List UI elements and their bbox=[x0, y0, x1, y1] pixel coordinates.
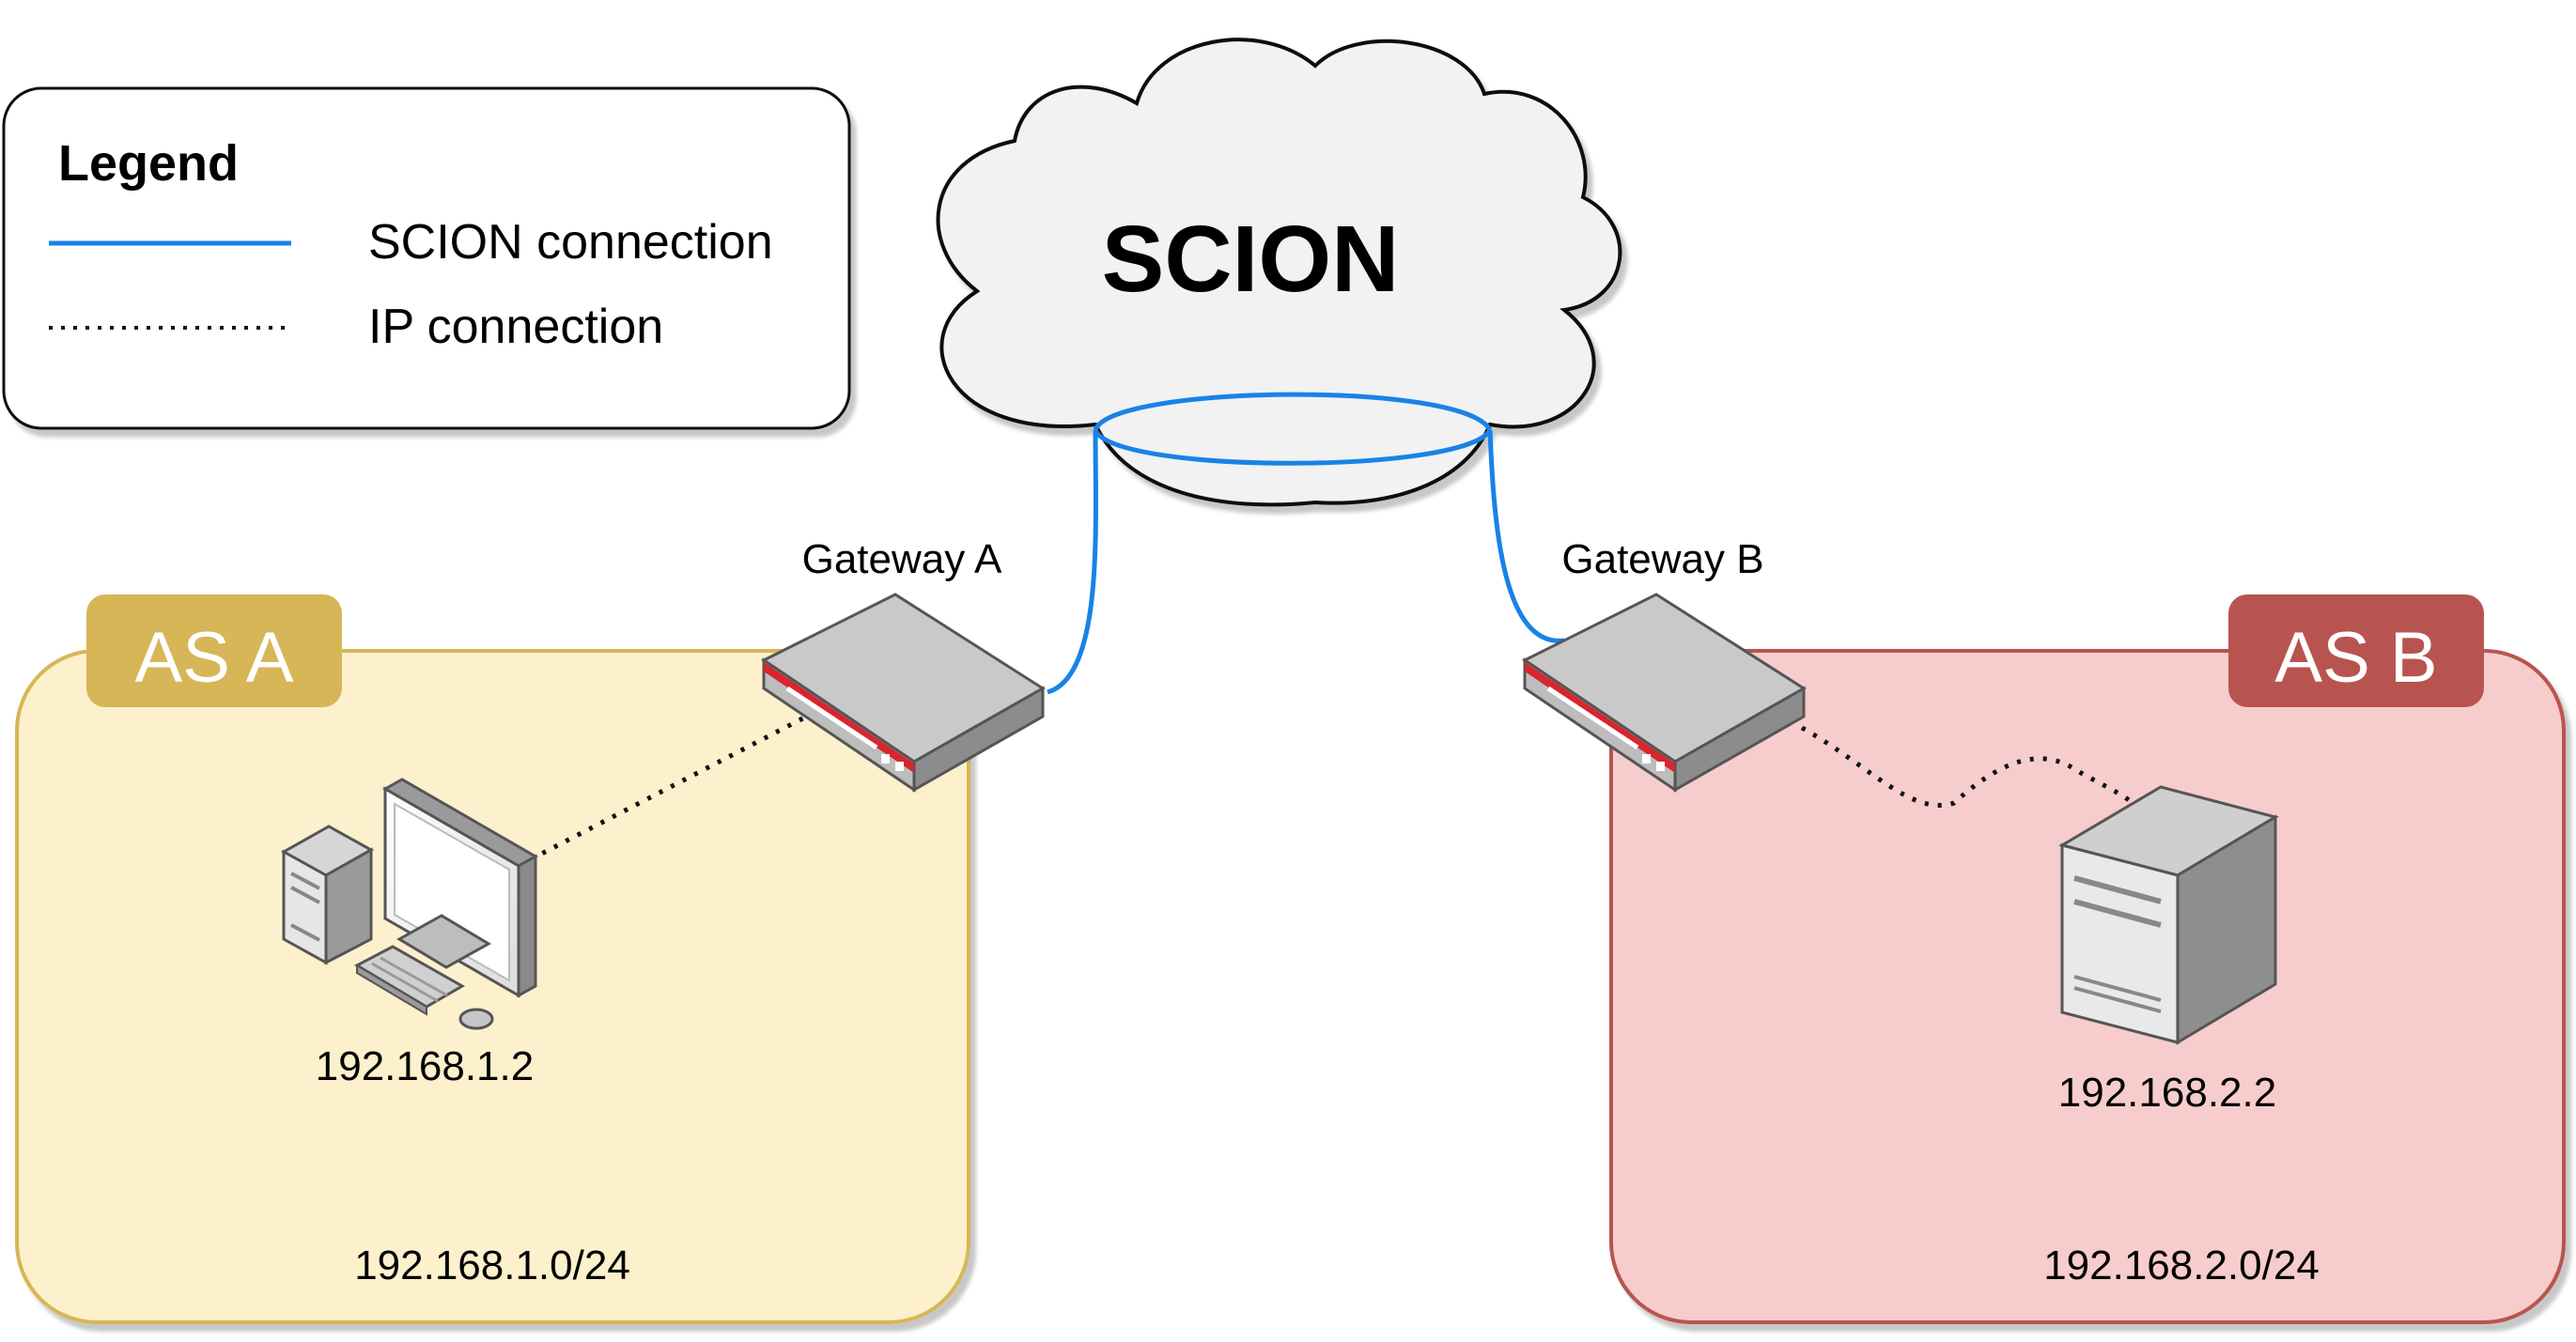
as-a-subnet: 192.168.1.0/24 bbox=[354, 1242, 630, 1288]
cloud-label: SCION bbox=[1102, 207, 1400, 312]
legend-title: Legend bbox=[58, 135, 239, 192]
scion-link-gateway-b bbox=[1487, 429, 1565, 643]
scion-link-core-top bbox=[1093, 392, 1493, 432]
as-b-badge bbox=[2228, 594, 2484, 707]
as-a-zone: AS A 192.168.1.0/24 192.168.1.2 bbox=[15, 594, 970, 1324]
scion-cloud: SCION bbox=[936, 38, 1622, 507]
scion-links bbox=[1047, 392, 1565, 695]
host-b-ip: 192.168.2.2 bbox=[2058, 1070, 2276, 1116]
gateway-a: Gateway A bbox=[761, 536, 1046, 793]
as-b-subnet: 192.168.2.0/24 bbox=[2043, 1242, 2320, 1288]
desktop-computer-icon bbox=[280, 778, 539, 1030]
gateway-b: Gateway B bbox=[1522, 536, 1807, 793]
ip-links bbox=[529, 709, 2136, 862]
ip-link-b bbox=[1800, 725, 2136, 808]
legend-box: Legend SCION connection IP connection bbox=[2, 86, 851, 430]
as-a-badge bbox=[86, 594, 342, 707]
gateway-a-label: Gateway A bbox=[802, 536, 1002, 582]
legend-scion-label: SCION connection bbox=[368, 215, 773, 270]
server-tower-icon bbox=[2058, 785, 2279, 1045]
as-b-label: AS B bbox=[2274, 618, 2437, 698]
scion-link-gateway-a bbox=[1047, 429, 1098, 695]
router-icon bbox=[1522, 593, 1807, 793]
router-icon bbox=[761, 593, 1046, 793]
as-a-label: AS A bbox=[135, 618, 294, 698]
gateway-b-label: Gateway B bbox=[1561, 536, 1763, 582]
host-a-ip: 192.168.1.2 bbox=[316, 1043, 534, 1089]
legend-ip-label: IP connection bbox=[368, 300, 663, 354]
ip-link-a bbox=[529, 709, 817, 862]
scion-link-core-bottom bbox=[1093, 428, 1493, 466]
